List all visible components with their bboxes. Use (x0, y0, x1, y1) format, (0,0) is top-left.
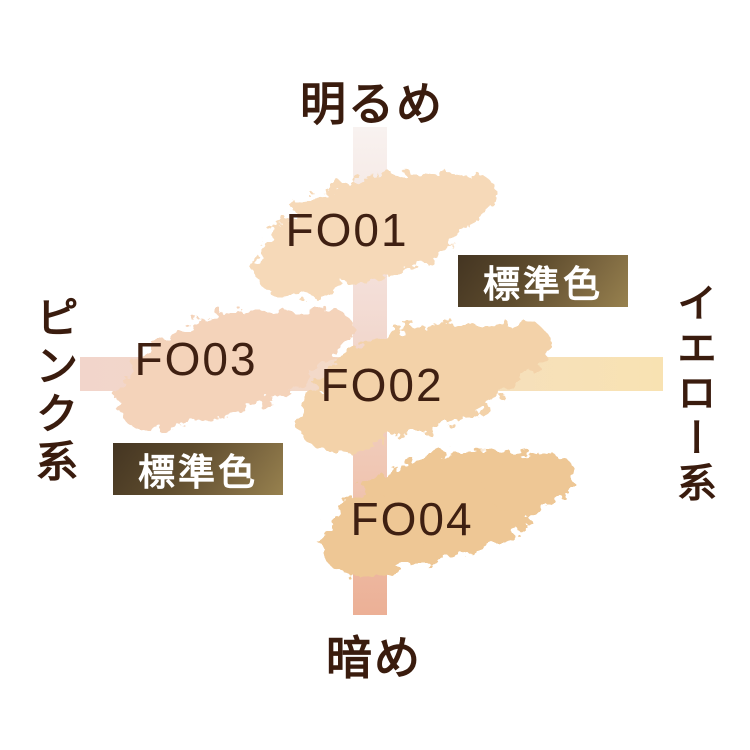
axis-label-brighter: 明るめ (300, 78, 444, 130)
standard-color-badge-fo03: 標準色 (113, 443, 283, 495)
powder-swatch-fo03 (105, 288, 355, 440)
shade-label-fo01: FO01 (285, 204, 409, 256)
shade-label-fo04: FO04 (350, 493, 474, 545)
axis-label-darker: 暗め (326, 632, 422, 684)
standard-color-badge-label: 標準色 (483, 264, 603, 305)
standard-color-badge-fo02: 標準色 (458, 255, 628, 307)
standard-color-badge-label: 標準色 (138, 452, 258, 493)
powder-swatch-fo02 (288, 306, 551, 456)
powder-swatch-fo01 (240, 158, 502, 302)
powder-swatch-fo04 (308, 434, 576, 582)
axis-label-pink-tone: ピンク系 (29, 295, 77, 487)
shade-label-fo02: FO02 (320, 359, 444, 411)
axis-label-yellow-tone: イエロー系 (671, 282, 715, 507)
shade-label-fo03: FO03 (134, 333, 258, 385)
